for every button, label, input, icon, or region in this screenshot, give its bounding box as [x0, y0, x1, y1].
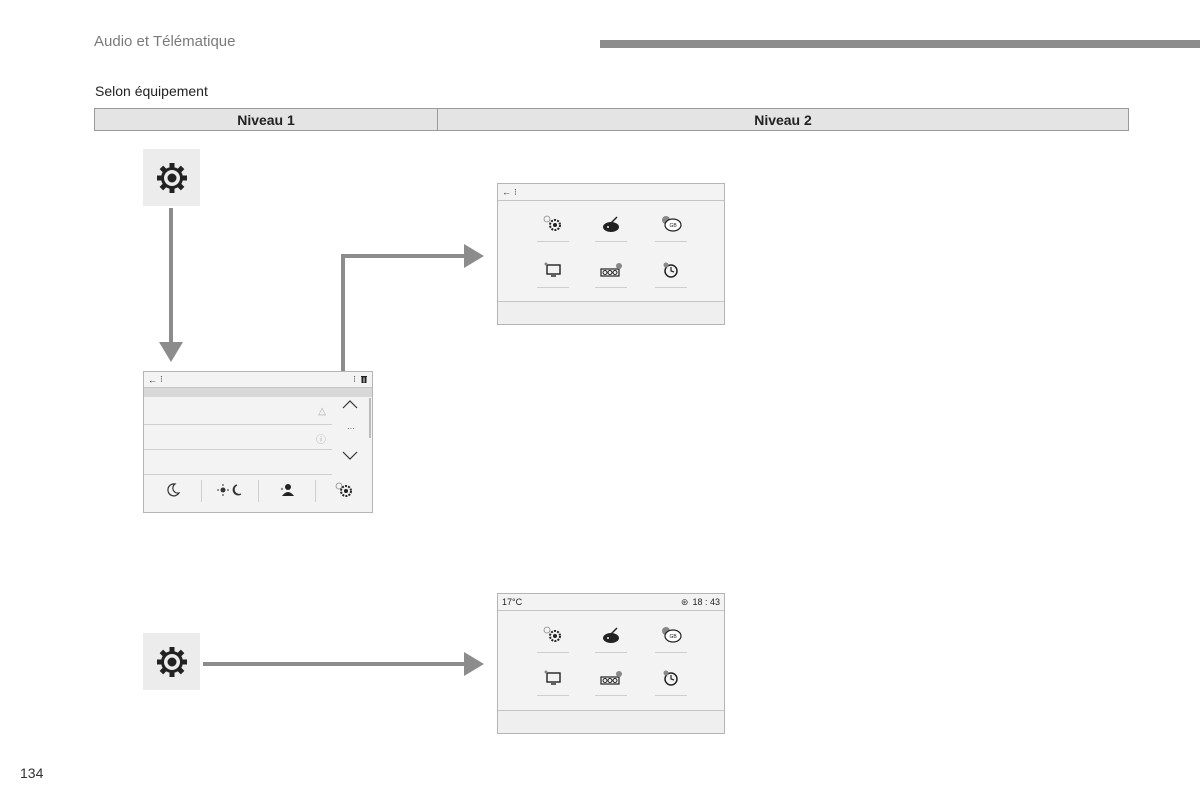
scroll-dots: ···: [347, 424, 355, 433]
menu-item-display[interactable]: [537, 663, 569, 696]
menu-dots-icon[interactable]: ⁝: [160, 374, 163, 384]
menu-item-theme[interactable]: [595, 620, 627, 653]
clock-label: 18 : 43: [692, 597, 720, 607]
svg-text:GB: GB: [670, 634, 678, 640]
clock-time-icon: [663, 262, 678, 278]
scrollbar[interactable]: [369, 398, 371, 438]
settings-gear-icon: [335, 482, 352, 497]
menu-item-settings[interactable]: [537, 620, 569, 653]
page-header-title: Audio et Télématique: [94, 33, 236, 50]
settings-button-bottom[interactable]: [143, 633, 200, 690]
language-bubble-icon: GB: [662, 627, 682, 643]
menu-item-settings[interactable]: [537, 209, 569, 242]
equipment-note: Selon équipement: [95, 83, 208, 99]
menu-item-units[interactable]: [595, 255, 627, 288]
menu-dots-icon[interactable]: ⁝: [353, 374, 356, 384]
info-icon: ⓘ: [316, 435, 326, 446]
menu-item-clock[interactable]: [655, 255, 687, 288]
menu-item-clock[interactable]: [655, 663, 687, 696]
tab-profile[interactable]: [258, 474, 315, 506]
scroll-controls[interactable]: [340, 398, 360, 468]
settings-tabs: [144, 474, 372, 506]
menu-item-theme[interactable]: [595, 209, 627, 242]
menu-grid: GB: [498, 611, 724, 711]
level2-screen-bottom: 17°C ⊛ 18 : 43 GB: [497, 593, 725, 734]
profile-icon: [280, 484, 294, 496]
settings-button-top[interactable]: [143, 149, 200, 206]
tab-settings[interactable]: [315, 474, 372, 506]
clock-time-icon: [663, 670, 678, 686]
selection-strip: [144, 388, 372, 397]
scroll-down-icon: [342, 451, 358, 460]
settings-gear-icon: [543, 626, 561, 642]
gear-icon: [156, 162, 187, 193]
menu-item-language[interactable]: GB: [655, 209, 687, 242]
tab-night-mode[interactable]: [144, 474, 201, 506]
settings-gear-icon: [543, 215, 561, 231]
trash-icon[interactable]: [360, 375, 368, 385]
menu-item-language[interactable]: GB: [655, 620, 687, 653]
levels-header: Niveau 1 Niveau 2: [94, 108, 1129, 131]
theme-palette-icon: [603, 627, 619, 643]
menu-grid: GB: [498, 201, 724, 301]
theme-palette-icon: [603, 216, 619, 232]
svg-text:GB: GB: [670, 223, 678, 229]
gear-icon: [156, 646, 187, 677]
screen-topbar: ← ⁝: [498, 184, 724, 201]
menu-item-display[interactable]: [537, 255, 569, 288]
back-arrow-icon[interactable]: ←: [148, 374, 157, 385]
menu-dots-icon[interactable]: ⁝: [514, 186, 517, 197]
screen-footer: [498, 301, 724, 324]
units-counter-icon: [600, 671, 622, 685]
language-bubble-icon: GB: [662, 216, 682, 232]
status-bar: 17°C ⊛ 18 : 43: [498, 594, 724, 611]
units-counter-icon: [600, 263, 622, 277]
list-item[interactable]: ⓘ: [144, 425, 332, 450]
day-night-icon: [216, 484, 241, 496]
display-screen-icon: [544, 262, 561, 277]
scroll-up-icon: [342, 400, 358, 409]
audio-icon: △: [318, 406, 326, 417]
level2-screen-top: ← ⁝ GB: [497, 183, 725, 325]
screen-footer: [498, 710, 724, 733]
connection-icon: ⊛: [680, 596, 689, 607]
level-1-label: Niveau 1: [95, 109, 438, 130]
list-item[interactable]: △: [144, 400, 332, 425]
back-arrow-icon[interactable]: ←: [502, 187, 511, 197]
tab-day-night[interactable]: [201, 474, 258, 506]
settings-topbar: ← ⁝ ⁝: [144, 372, 372, 388]
list-item[interactable]: [144, 450, 332, 475]
level-2-label: Niveau 2: [754, 111, 812, 128]
temperature-label: 17°C: [502, 597, 523, 607]
menu-item-units[interactable]: [595, 663, 627, 696]
night-mode-icon: [166, 483, 180, 497]
page-number: 134: [20, 765, 44, 781]
header-bar: [600, 40, 1200, 48]
display-screen-icon: [544, 670, 561, 685]
settings-screen: ← ⁝ ⁝ △ ⓘ ···: [143, 371, 373, 513]
